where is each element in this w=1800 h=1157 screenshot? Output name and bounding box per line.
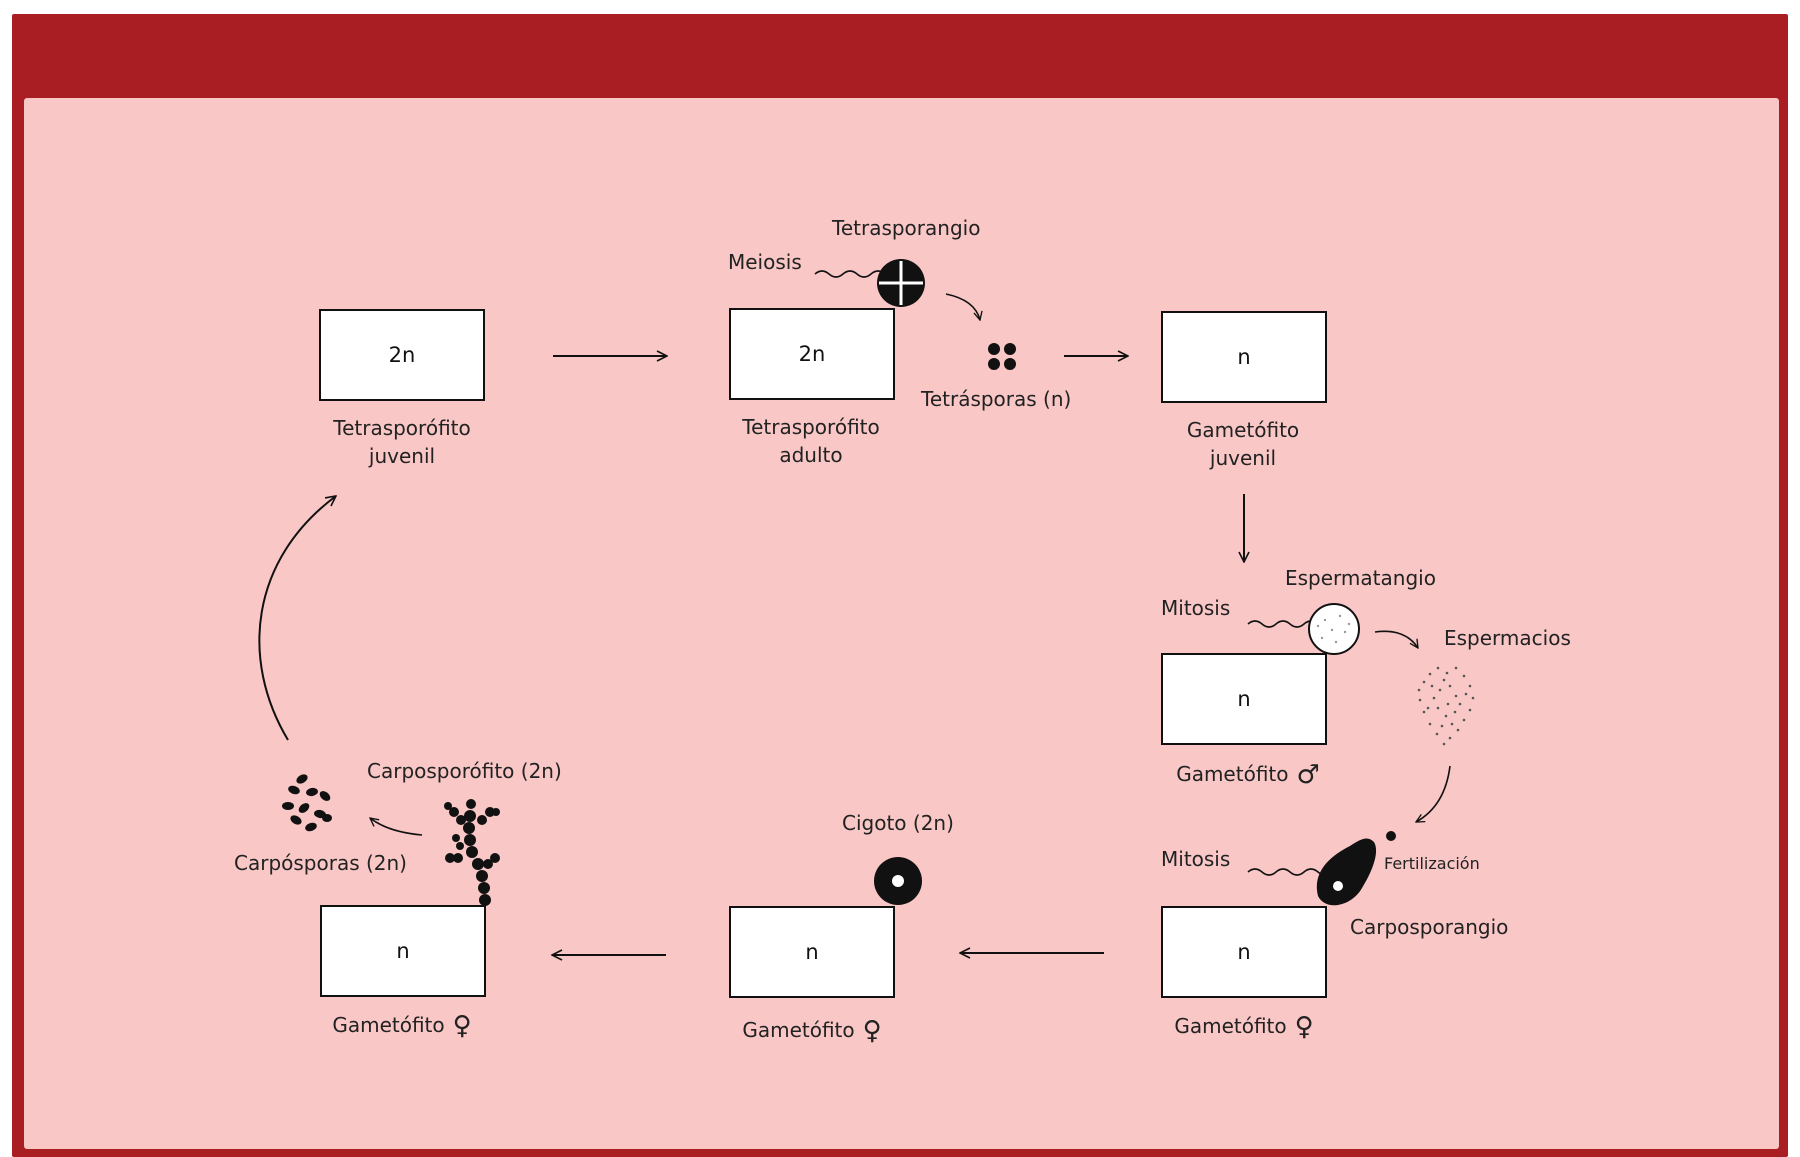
label-cigoto: Cigoto (2n): [842, 811, 954, 835]
arrow-espermatangio-to-espermacios: [1374, 630, 1418, 648]
caption-tetrasporofito-adulto: Tetrasporófito adulto: [742, 413, 880, 469]
caption-name: Gametófito: [742, 1018, 855, 1042]
caption-gametofito-masculino: Gametófito ♂: [1176, 760, 1320, 789]
caption-line-2: juvenil: [368, 444, 436, 468]
tetrasporangio-icon: [877, 259, 925, 307]
label-mitosis-top: Mitosis: [1161, 596, 1231, 620]
stage-box-gametofito-femenino-left: n: [320, 905, 486, 997]
arrow-espermacios-to-fertilizacion: [1416, 765, 1451, 822]
stage-box-gametofito-juvenil: n: [1161, 311, 1327, 403]
female-symbol-icon: ♀: [862, 1016, 882, 1046]
label-carposporas: Carpósporas (2n): [234, 851, 407, 875]
tetrasporas-icon: [988, 343, 1016, 370]
arrow-tetrasporangio-to-tetrasporas: [945, 293, 980, 320]
stage-box-gametofito-masculino: n: [1161, 653, 1327, 745]
carposporofito-icon: [444, 799, 500, 906]
stage-box-tetrasporofito-juvenil: 2n: [319, 309, 485, 401]
label-tetrasporangio: Tetrasporangio: [832, 216, 981, 240]
female-symbol-icon: ♀: [452, 1011, 472, 1041]
caption-tetrasporofito-juvenil: Tetrasporófito juvenil: [333, 414, 471, 470]
male-symbol-icon: ♂: [1296, 760, 1320, 790]
caption-name: Gametófito: [332, 1013, 445, 1037]
caption-line-2: juvenil: [1209, 446, 1277, 470]
ploidy-label: n: [1237, 940, 1251, 964]
label-fertilizacion: Fertilización: [1384, 854, 1480, 873]
fertilizacion-dot: [1386, 831, 1396, 841]
stage-box-tetrasporofito-adulto: 2n: [729, 308, 895, 400]
ploidy-label: 2n: [798, 342, 826, 366]
caption-gametofito-juvenil: Gametófito juvenil: [1187, 416, 1299, 472]
label-meiosis: Meiosis: [728, 250, 802, 274]
label-mitosis-bottom: Mitosis: [1161, 847, 1231, 871]
caption-name: Gametófito: [1174, 1014, 1287, 1038]
stage-box-gametofito-femenino-middle: n: [729, 906, 895, 998]
caption-line-1: Tetrasporófito: [333, 416, 471, 440]
caption-line-1: Gametófito: [1186, 418, 1300, 442]
cigoto-icon: [874, 857, 922, 905]
label-carposporangio: Carposporangio: [1350, 915, 1509, 939]
caption-gametofito-femenino-left: Gametófito ♀: [332, 1011, 471, 1040]
stage-box-gametofito-femenino-right: n: [1161, 906, 1327, 998]
label-espermacios: Espermacios: [1444, 626, 1571, 650]
caption-gametofito-femenino-middle: Gametófito ♀: [742, 1016, 881, 1045]
ploidy-label: 2n: [388, 343, 416, 367]
label-espermatangio: Espermatangio: [1285, 566, 1436, 590]
caption-line-2: adulto: [779, 443, 843, 467]
carposporas-icon: [282, 774, 332, 832]
espermatangio-icon: [1308, 603, 1360, 655]
caption-line-1: Tetrasporófito: [742, 415, 880, 439]
carposporangio-icon: [1316, 838, 1377, 906]
caption-gametofito-femenino-right: Gametófito ♀: [1174, 1012, 1313, 1041]
ploidy-label: n: [805, 940, 819, 964]
ploidy-label: n: [396, 939, 410, 963]
espermacios-icon: [1417, 666, 1475, 746]
caption-name: Gametófito: [1176, 762, 1289, 786]
arrow-carposporofito-to-carposporas: [370, 818, 423, 836]
ploidy-label: n: [1237, 687, 1251, 711]
wavy-line-mitosis-bottom: [1247, 868, 1333, 876]
label-carposporofito: Carposporófito (2n): [367, 759, 562, 783]
ploidy-label: n: [1237, 345, 1251, 369]
female-symbol-icon: ♀: [1294, 1012, 1314, 1042]
label-tetrasporas: Tetrásporas (n): [921, 387, 1072, 411]
arrow-carposporas-to-juvenil: [258, 496, 336, 741]
